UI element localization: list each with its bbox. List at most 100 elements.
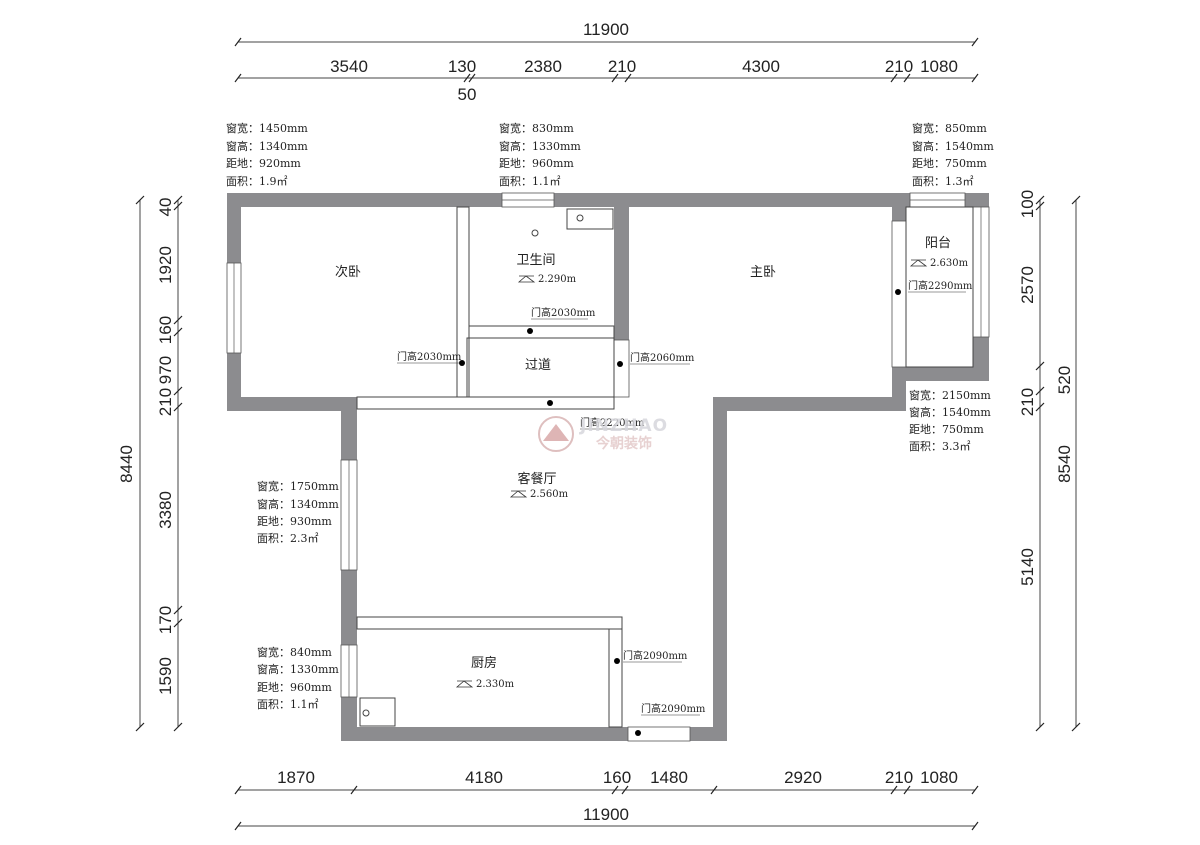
door-markers bbox=[459, 289, 901, 736]
window-info-second-bedroom: 窗宽：1450mm 窗高：1340mm 距地：920mm 面积：1.9㎡ bbox=[226, 121, 308, 188]
right-dimension: 2570 bbox=[1018, 266, 1037, 304]
door-dot-icon bbox=[459, 360, 465, 366]
svg-text:面积：1.9㎡: 面积：1.9㎡ bbox=[226, 175, 288, 188]
window-info-master-bedroom: 窗宽：850mm 窗高：1540mm 距地：750mm 面积：1.3㎡ bbox=[912, 121, 994, 188]
svg-text:窗高：1330mm: 窗高：1330mm bbox=[499, 139, 581, 153]
top-dimension: 4300 bbox=[742, 57, 780, 76]
room-label-balcony: 阳台 bbox=[925, 236, 951, 251]
svg-text:距地：960mm: 距地：960mm bbox=[499, 157, 574, 170]
bathroom-east-wall bbox=[614, 193, 629, 340]
window-info-bathroom: 窗宽：830mm 窗高：1330mm 距地：960mm 面积：1.1㎡ bbox=[499, 121, 581, 188]
master-south-wall bbox=[713, 397, 906, 411]
door-dot-icon bbox=[527, 328, 533, 334]
bottom-dimension: 2920 bbox=[784, 768, 822, 787]
left-dimension: 170 bbox=[156, 606, 175, 634]
svg-text:面积：1.1㎡: 面积：1.1㎡ bbox=[257, 698, 319, 711]
svg-text:窗高：1540mm: 窗高：1540mm bbox=[909, 405, 991, 419]
svg-text:面积：3.3㎡: 面积：3.3㎡ bbox=[909, 440, 971, 453]
kitchen-east-partition bbox=[608, 628, 623, 728]
svg-text:窗宽：1750mm: 窗宽：1750mm bbox=[257, 479, 339, 493]
svg-text:窗宽：2150mm: 窗宽：2150mm bbox=[909, 388, 991, 402]
floor-drain-icon bbox=[531, 229, 539, 237]
ceiling-height-kitchen: 2.330m bbox=[476, 679, 515, 690]
logo-circle-icon bbox=[538, 416, 574, 452]
svg-text:距地：750mm: 距地：750mm bbox=[909, 423, 984, 436]
door-label-entrance: 门高2090mm bbox=[641, 702, 706, 715]
bottom-dimension: 160 bbox=[603, 768, 631, 787]
top-dimension: 3540 bbox=[330, 57, 368, 76]
top-dimension: 130 bbox=[448, 57, 476, 76]
room-label-hallway: 过道 bbox=[525, 358, 551, 373]
door-dot-icon bbox=[617, 361, 623, 367]
door-dot-icon bbox=[895, 289, 901, 295]
bottom-total-dimension: 11900 bbox=[583, 805, 629, 824]
watermark-logo: JINZHAO 今朝装饰 bbox=[538, 416, 668, 452]
top-dimension: 1080 bbox=[920, 57, 958, 76]
door-labels: 门高2030mm 门高2030mm 门高2060mm 门高2290mm 门高22… bbox=[397, 279, 973, 716]
dimension-lines bbox=[139, 41, 1077, 827]
window-info-living: 窗宽：1750mm 窗高：1340mm 距地：930mm 面积：2.3㎡ bbox=[257, 479, 339, 545]
height-marker-icon bbox=[455, 680, 474, 688]
svg-text:窗高：1340mm: 窗高：1340mm bbox=[257, 497, 339, 511]
toilet-icon bbox=[576, 214, 584, 222]
door-dot-icon bbox=[635, 730, 641, 736]
window-glazing bbox=[233, 199, 982, 697]
partitions bbox=[356, 206, 974, 728]
svg-text:面积：2.3㎡: 面积：2.3㎡ bbox=[257, 532, 319, 545]
svg-text:窗高：1340mm: 窗高：1340mm bbox=[226, 139, 308, 153]
watermark-chinese: 今朝装饰 bbox=[595, 435, 652, 452]
dimension-ticks bbox=[135, 37, 1081, 831]
door-label-second-bedroom: 门高2030mm bbox=[397, 350, 462, 363]
top-dimension: 2380 bbox=[524, 57, 562, 76]
window-info-kitchen: 窗宽：840mm 窗高：1330mm 距地：960mm 面积：1.1㎡ bbox=[257, 645, 339, 711]
svg-text:距地：750mm: 距地：750mm bbox=[912, 157, 987, 170]
height-marker-icon bbox=[509, 490, 528, 498]
bottom-dimension: 210 bbox=[885, 768, 913, 787]
right-dimension: 5140 bbox=[1018, 548, 1037, 586]
svg-text:窗高：1540mm: 窗高：1540mm bbox=[912, 139, 994, 153]
right-dimension: 520 bbox=[1055, 366, 1074, 394]
bottom-dimension: 1870 bbox=[277, 768, 315, 787]
bottom-dimension: 1080 bbox=[920, 768, 958, 787]
ceiling-height-living: 2.560m bbox=[530, 489, 569, 500]
entrance-door-opening bbox=[627, 726, 691, 742]
door-dot-icon bbox=[547, 400, 553, 406]
window-info-balcony: 窗宽：2150mm 窗高：1540mm 距地：750mm 面积：3.3㎡ bbox=[909, 388, 991, 453]
left-dimension: 160 bbox=[156, 316, 175, 344]
master-east-wall-upper bbox=[892, 193, 906, 221]
door-label-balcony: 门高2290mm bbox=[908, 279, 973, 292]
living-east-wall bbox=[713, 397, 727, 741]
right-dimension: 210 bbox=[1018, 388, 1037, 416]
room-label-second-bedroom: 次卧 bbox=[335, 264, 361, 280]
left-total-dimension: 8440 bbox=[117, 445, 136, 483]
kitchen-fixture bbox=[359, 697, 396, 727]
master-door-opening bbox=[613, 339, 630, 398]
north-wall bbox=[227, 193, 989, 207]
top-dimension: 210 bbox=[608, 57, 636, 76]
ceiling-height-balcony: 2.630m bbox=[930, 258, 969, 269]
kitchen-north-partition bbox=[356, 616, 623, 630]
room-label-master-bedroom: 主卧 bbox=[750, 265, 776, 280]
watermark-latin: JINZHAO bbox=[579, 416, 668, 436]
svg-text:窗宽：830mm: 窗宽：830mm bbox=[499, 121, 574, 135]
height-marker-icon bbox=[517, 275, 536, 283]
living-north-partition bbox=[356, 396, 615, 410]
svg-text:距地：960mm: 距地：960mm bbox=[257, 681, 332, 694]
door-label-bathroom: 门高2030mm bbox=[531, 306, 596, 319]
height-markers bbox=[455, 259, 928, 688]
height-marker-icon bbox=[909, 259, 928, 267]
right-dimension: 100 bbox=[1018, 190, 1037, 218]
door-label-living: 门高2220mm bbox=[580, 416, 645, 429]
balcony-south-wall bbox=[892, 367, 989, 381]
svg-text:面积：1.1㎡: 面积：1.1㎡ bbox=[499, 175, 561, 188]
bottom-dimension: 4180 bbox=[465, 768, 503, 787]
door-label-kitchen: 门高2090mm bbox=[623, 649, 688, 662]
left-dimension: 3380 bbox=[156, 491, 175, 529]
balcony-outline bbox=[905, 206, 974, 368]
svg-text:距地：930mm: 距地：930mm bbox=[257, 515, 332, 528]
top-dimension: 210 bbox=[885, 57, 913, 76]
room-label-bathroom: 卫生间 bbox=[516, 253, 555, 268]
bathroom-fixture bbox=[566, 208, 614, 230]
left-dimension: 1590 bbox=[156, 657, 175, 695]
svg-text:距地：920mm: 距地：920mm bbox=[226, 157, 301, 170]
